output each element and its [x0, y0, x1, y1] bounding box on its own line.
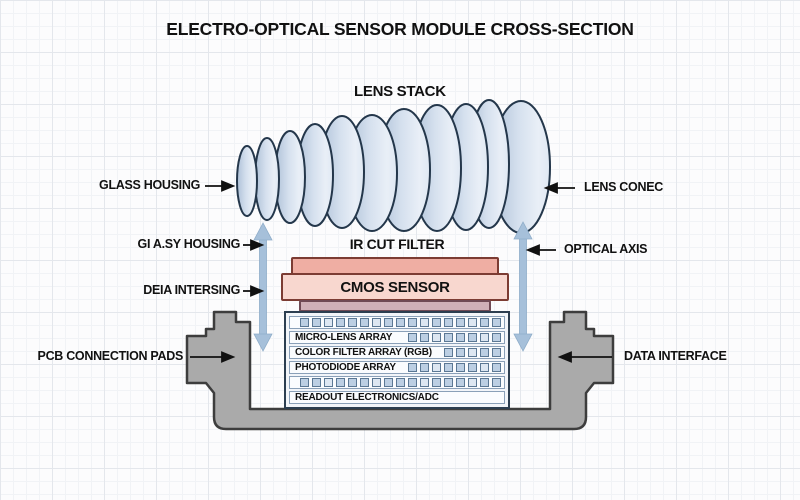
- pad-square: [360, 378, 369, 387]
- pad-square: [420, 363, 429, 372]
- pad-square: [420, 333, 429, 342]
- deia-intersing-label: DEIA INTERSING: [143, 283, 240, 297]
- pad-square: [432, 378, 441, 387]
- pad-square: [372, 318, 381, 327]
- pad-square: [348, 318, 357, 327]
- pad-square: [456, 318, 465, 327]
- data-interface-arrow: [557, 351, 612, 363]
- pad-square: [336, 318, 345, 327]
- pad-square: [492, 378, 501, 387]
- pcb-connection-pads-label: PCB CONNECTION PADS: [37, 349, 184, 363]
- pad-squares: [298, 318, 501, 327]
- pad-square: [444, 378, 453, 387]
- pad-square: [456, 333, 465, 342]
- ir-cut-filter-label: IR CUT FILTER: [349, 236, 445, 252]
- cmos-sensor-box: CMOS SENSOR: [281, 273, 509, 301]
- pad-square: [468, 318, 477, 327]
- pad-square: [468, 333, 477, 342]
- pad-squares: [298, 378, 501, 387]
- layer-row-color-filter-array: COLOR FILTER ARRAY (RGB): [289, 346, 505, 359]
- gi-asy-housing-arrow: [243, 239, 265, 251]
- layer-row-photodiode-array: PHOTODIODE ARRAY: [289, 361, 505, 374]
- cmos-sensor-label: CMOS SENSOR: [340, 278, 450, 296]
- pad-square: [324, 378, 333, 387]
- pad-square: [492, 363, 501, 372]
- pad-square: [300, 378, 309, 387]
- pad-square: [444, 318, 453, 327]
- pcb-connection-pads-arrow: [190, 351, 236, 363]
- pad-square: [324, 318, 333, 327]
- pad-square: [432, 363, 441, 372]
- lens-stack-graphic: [236, 99, 551, 234]
- pad-square: [384, 378, 393, 387]
- pad-square: [480, 378, 489, 387]
- pad-square: [444, 348, 453, 357]
- pad-square: [336, 378, 345, 387]
- pad-square: [492, 318, 501, 327]
- layer-label: PHOTODIODE ARRAY: [295, 362, 396, 373]
- lens-stack-label: LENS STACK: [354, 83, 446, 100]
- data-interface-label: DATA INTERFACE: [624, 349, 727, 363]
- optical-axis-arrow-left: [253, 222, 273, 352]
- pad-square: [408, 333, 417, 342]
- module-housing-shape: [185, 310, 615, 431]
- pad-square: [468, 363, 477, 372]
- layer-row-top-pads: [289, 316, 505, 329]
- pad-squares: [395, 333, 501, 342]
- pad-square: [348, 378, 357, 387]
- pad-square: [444, 363, 453, 372]
- diagram-title: ELECTRO-OPTICAL SENSOR MODULE CROSS-SECT…: [166, 19, 634, 39]
- layer-row-micro-lens-array: MICRO-LENS ARRAY: [289, 331, 505, 344]
- pad-square: [420, 318, 429, 327]
- glass-housing-arrow: [205, 180, 236, 192]
- lens-conec-arrow: [543, 182, 575, 194]
- lens-element: [236, 145, 258, 217]
- pad-square: [396, 318, 405, 327]
- pad-square: [468, 378, 477, 387]
- layer-label: COLOR FILTER ARRAY (RGB): [295, 347, 432, 358]
- pad-square: [480, 333, 489, 342]
- optical-axis-callout-arrow: [525, 244, 556, 256]
- pad-square: [300, 318, 309, 327]
- pad-square: [360, 318, 369, 327]
- pad-square: [384, 318, 393, 327]
- pad-square: [312, 378, 321, 387]
- lens-element: [254, 137, 280, 221]
- glass-housing-label: GLASS HOUSING: [99, 178, 200, 192]
- pad-square: [468, 348, 477, 357]
- layer-label: MICRO-LENS ARRAY: [295, 332, 393, 343]
- pad-square: [492, 348, 501, 357]
- pad-square: [396, 378, 405, 387]
- sensor-layer-stack: MICRO-LENS ARRAY COLOR FILTER ARRAY (RGB…: [284, 311, 510, 409]
- pad-square: [432, 333, 441, 342]
- layer-row-readout-electronics: READOUT ELECTRONICS/ADC: [289, 391, 505, 404]
- pad-square: [420, 378, 429, 387]
- pad-square: [492, 333, 501, 342]
- pad-square: [408, 318, 417, 327]
- pad-square: [480, 318, 489, 327]
- pad-square: [312, 318, 321, 327]
- pad-square: [480, 348, 489, 357]
- pad-square: [456, 348, 465, 357]
- pad-squares: [435, 348, 501, 357]
- optical-axis-arrow-right: [513, 221, 533, 352]
- pad-square: [408, 363, 417, 372]
- pad-square: [444, 333, 453, 342]
- pad-square: [480, 363, 489, 372]
- pad-square: [456, 378, 465, 387]
- pad-square: [432, 318, 441, 327]
- layer-row-bottom-pads: [289, 376, 505, 389]
- deia-intersing-arrow: [243, 285, 265, 297]
- callout-arrows: [190, 180, 612, 363]
- lens-conec-label: LENS CONEC: [584, 180, 663, 194]
- optical-axis-label: OPTICAL AXIS: [564, 242, 648, 256]
- pad-square: [408, 378, 417, 387]
- pad-square: [456, 363, 465, 372]
- layer-label: READOUT ELECTRONICS/ADC: [295, 392, 439, 403]
- pad-square: [372, 378, 381, 387]
- pad-squares: [399, 363, 501, 372]
- gi-asy-housing-label: GI A.SY HOUSING: [137, 237, 241, 251]
